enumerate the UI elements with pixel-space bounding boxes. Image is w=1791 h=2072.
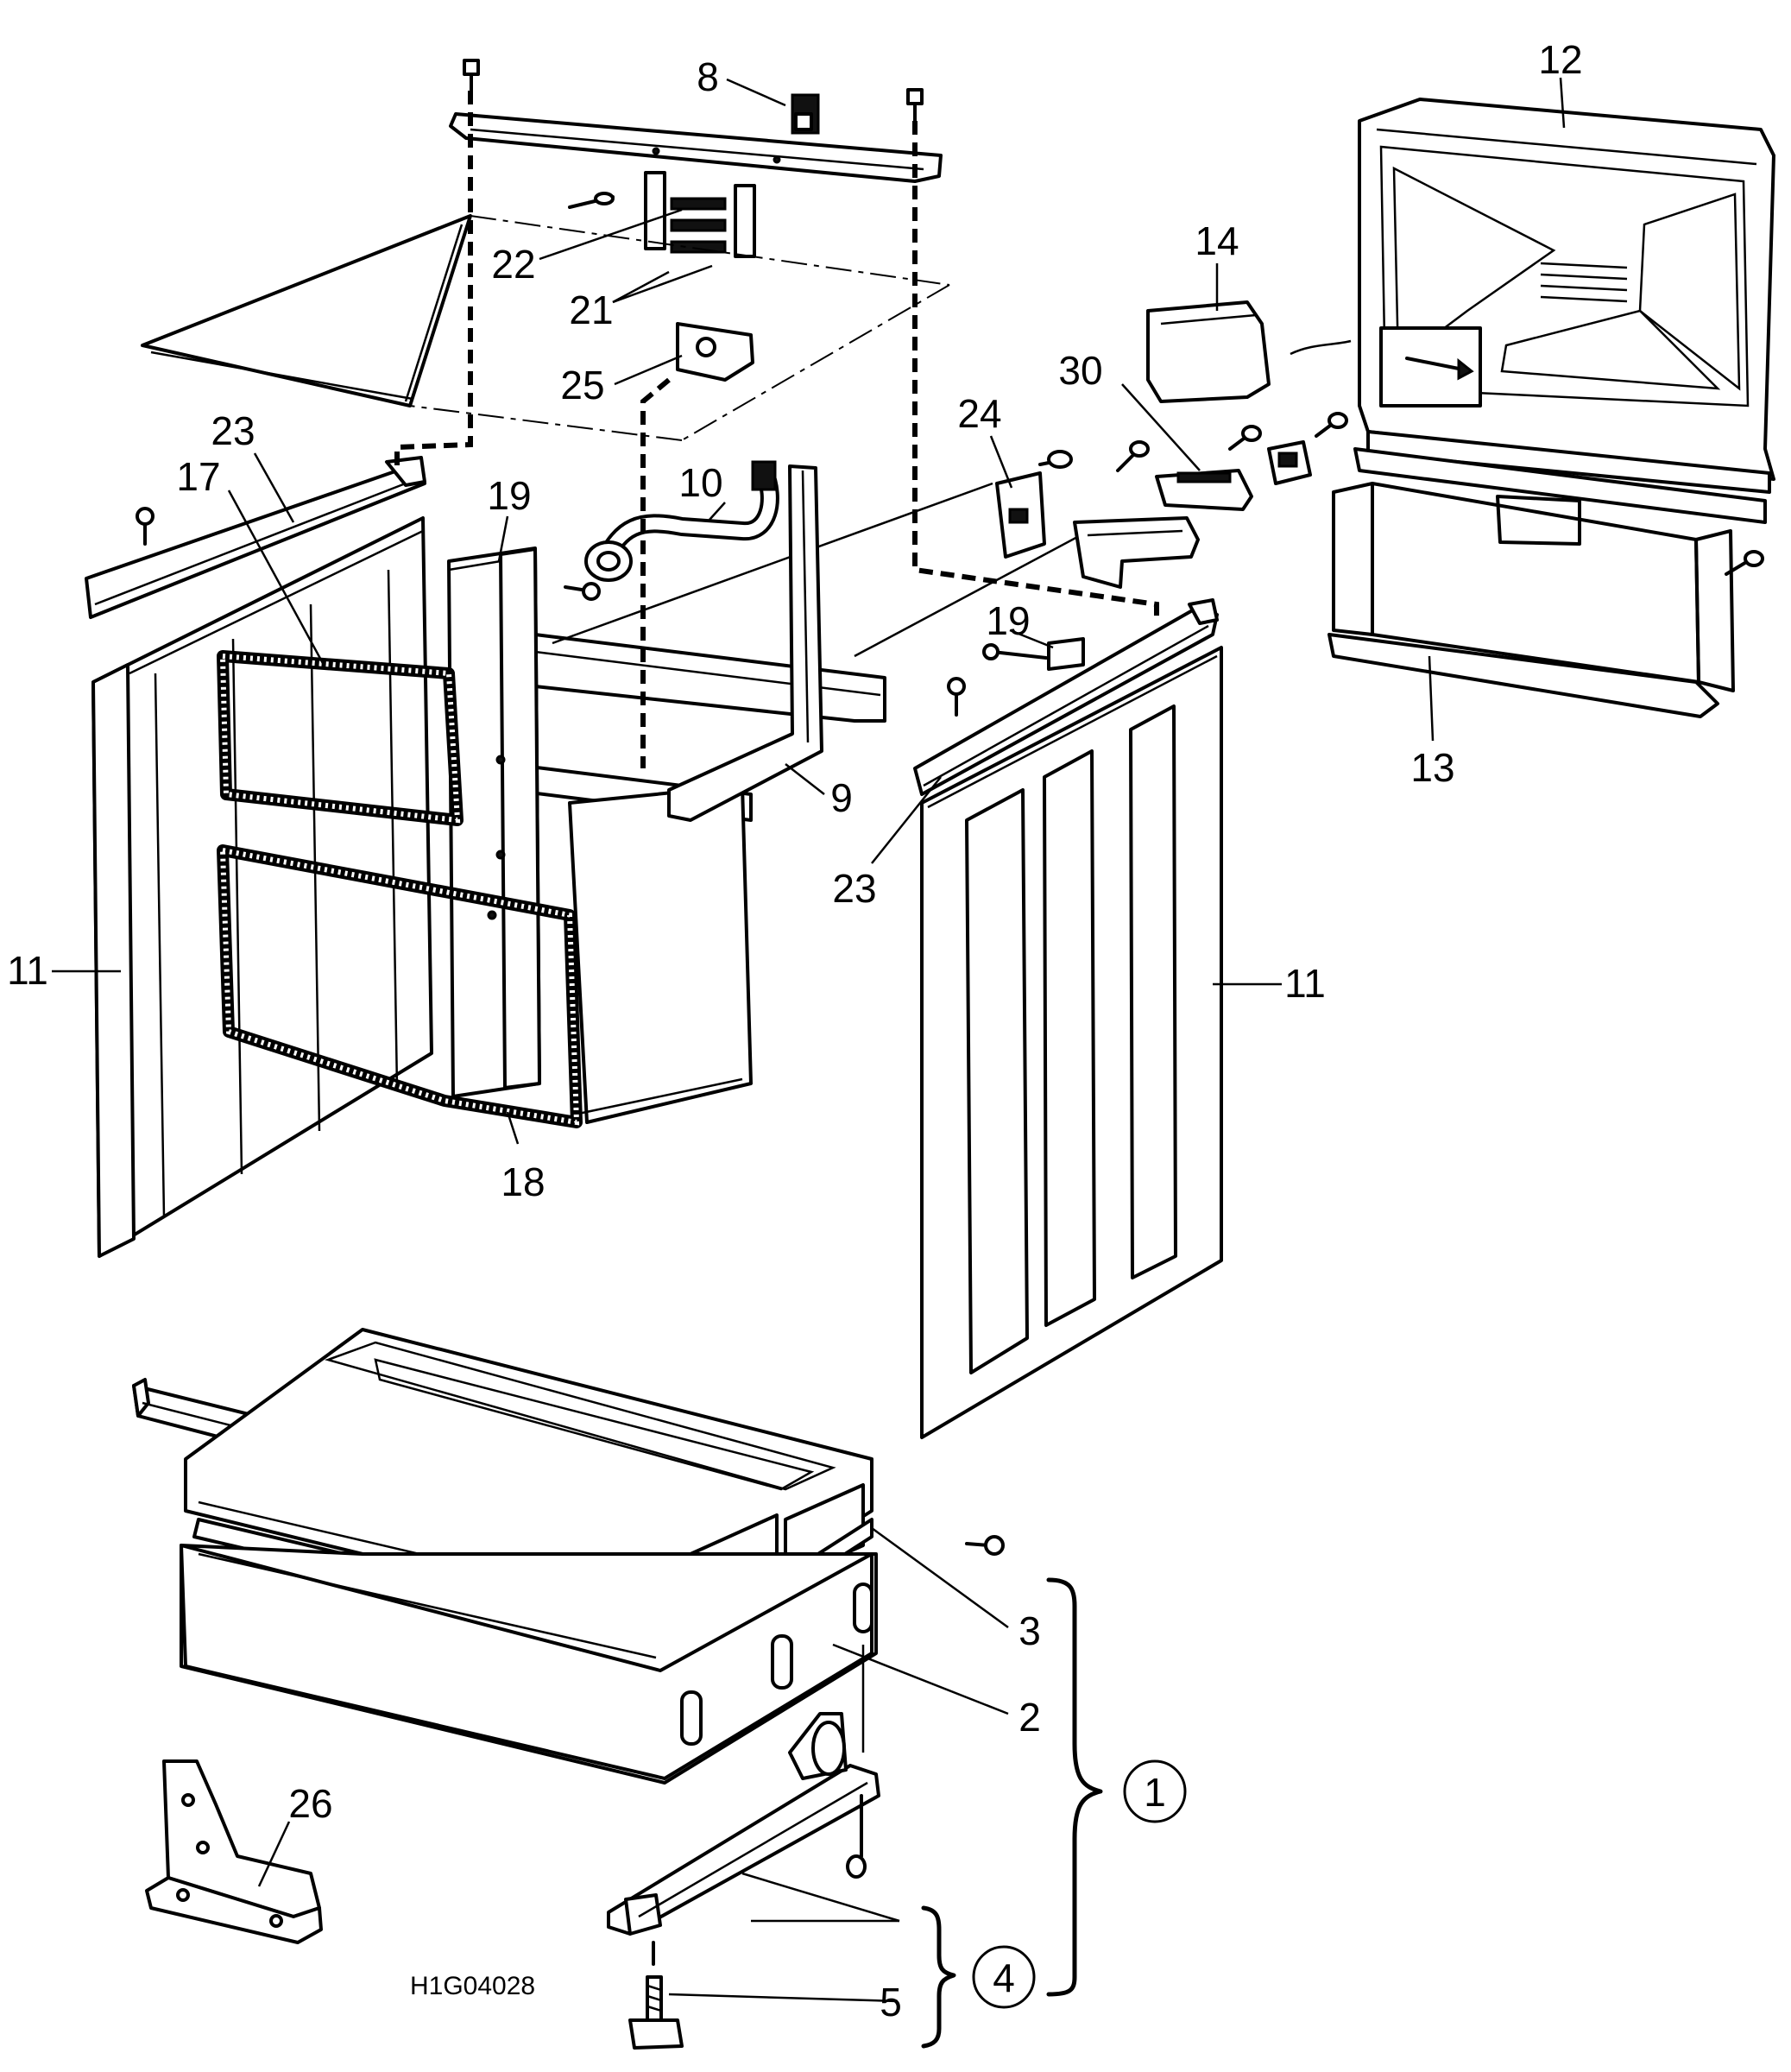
brace-assembly-1 [1046, 1577, 1103, 1997]
callout-22: 22 [491, 242, 535, 287]
post-part-19-left [447, 546, 541, 1098]
callout-14: 14 [1195, 218, 1239, 263]
control-part-24 [995, 471, 1046, 559]
right-side-panel [920, 646, 1223, 1439]
callout-30: 30 [1058, 348, 1102, 393]
callout-13: 13 [1410, 745, 1454, 790]
tray-part-13 [1327, 447, 1767, 718]
gasket-part-18 [217, 844, 583, 1128]
pipe-part-10 [584, 460, 779, 582]
callout-2: 2 [1018, 1695, 1041, 1740]
screws-30 [1116, 412, 1348, 472]
connector-part [1267, 440, 1312, 485]
foot-rail-4 [607, 1764, 880, 1936]
leader-lines-rear [552, 482, 1106, 658]
drawing-reference-code: H1G04028 [410, 1972, 535, 2000]
screw-top-left [463, 59, 480, 92]
callout-4: 4 [993, 1955, 1015, 2000]
igniter-part-25 [676, 322, 754, 382]
left-side-panel [91, 516, 433, 1258]
brace-assembly-4 [921, 1905, 956, 2049]
bracket-30-lower [1073, 516, 1200, 589]
callout-11-right: 11 [1284, 961, 1326, 1006]
screw-left-panel [136, 507, 155, 546]
screw-24 [1038, 450, 1073, 469]
back-rail [533, 633, 886, 723]
callout-9: 9 [830, 775, 853, 820]
vent-slots [1540, 262, 1628, 303]
screw-foot [846, 1794, 867, 1879]
callout-8: 8 [697, 54, 719, 99]
screw-top-right [906, 88, 924, 123]
wheel-bracket [788, 1712, 848, 1780]
callout-23-left: 23 [211, 408, 255, 453]
callout-21: 21 [569, 287, 613, 332]
dashed-guide-lines [394, 91, 1159, 768]
bracket-19-right [982, 637, 1085, 671]
base-skirt-2 [180, 1544, 878, 1785]
callout-19-right: 19 [986, 598, 1030, 643]
screw-base-3 [965, 1535, 1005, 1556]
callout-18: 18 [501, 1159, 545, 1204]
callout-24: 24 [957, 391, 1001, 436]
leader-14 [1290, 339, 1352, 356]
callout-11-left: 11 [7, 948, 48, 993]
leveler-foot-5 [628, 1941, 684, 2050]
top-insulation-panel [141, 214, 472, 407]
screw-13 [1725, 550, 1764, 576]
part-14 [1146, 300, 1271, 403]
callout-10: 10 [678, 460, 722, 505]
callouts: 8 12 22 21 14 25 30 24 23 17 19 10 19 13… [7, 37, 1582, 2025]
bracket-part-26 [145, 1759, 323, 1944]
control-part-30 [1155, 469, 1253, 511]
right-top-rail-23 [913, 598, 1219, 796]
callout-1-circle [1123, 1759, 1187, 1823]
screw-right-panel [947, 677, 966, 717]
pipe-part-9 [667, 464, 823, 822]
callout-25: 25 [560, 363, 604, 407]
callout-26: 26 [288, 1781, 332, 1826]
pin-part-22 [568, 192, 615, 209]
leader-lines [52, 77, 1566, 2003]
callout-1: 1 [1144, 1770, 1166, 1815]
callout-19-left: 19 [487, 473, 531, 518]
top-rail [449, 112, 943, 183]
callout-5: 5 [880, 1980, 902, 2025]
callout-17: 17 [176, 454, 220, 499]
screw-post-left [564, 582, 601, 601]
callout-12: 12 [1538, 37, 1582, 82]
switch-part-8 [791, 93, 820, 135]
callout-23-right: 23 [832, 866, 876, 911]
gasket-part-17 [217, 650, 464, 826]
callout-3: 3 [1018, 1608, 1041, 1653]
callout-4-circle [972, 1945, 1036, 2009]
back-panel-12 [1358, 98, 1775, 494]
firebox-tank [568, 784, 753, 1124]
terminal-block-21 [644, 171, 756, 258]
phantom-lines [409, 215, 950, 441]
